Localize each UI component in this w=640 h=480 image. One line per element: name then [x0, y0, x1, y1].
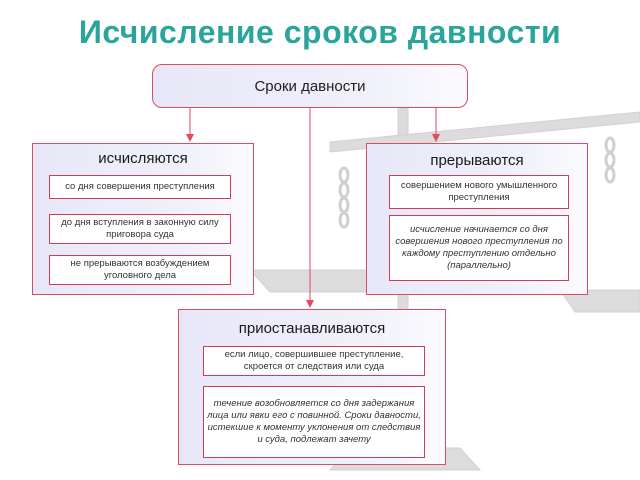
bottom-item-2: течение возобновляется со дня задержания…: [203, 386, 425, 458]
left-panel: исчисляются со дня совершения преступлен…: [32, 143, 254, 295]
left-panel-title: исчисляются: [98, 150, 188, 167]
left-item-2: до дня вступления в законную силу пригов…: [49, 214, 231, 244]
right-item-2: исчисление начинается со дня совершения …: [389, 215, 569, 281]
left-item-1: со дня совершения преступления: [49, 175, 231, 199]
left-item-3: не прерываются возбуждением уголовного д…: [49, 255, 231, 285]
page-title: Исчисление сроков давности: [78, 14, 562, 50]
bottom-panel-title: приостанавливаются: [238, 320, 386, 337]
right-panel: прерываются совершением нового умышленно…: [366, 143, 588, 295]
main-concept-label: Сроки давности: [254, 77, 366, 95]
main-concept-box: Сроки давности: [152, 64, 468, 108]
right-item-1: совершением нового умышленного преступле…: [389, 175, 569, 209]
bottom-item-1: если лицо, совершившее преступление, скр…: [203, 346, 425, 376]
bottom-panel: приостанавливаются если лицо, совершивше…: [178, 309, 446, 465]
right-panel-title: прерываются: [430, 152, 524, 169]
